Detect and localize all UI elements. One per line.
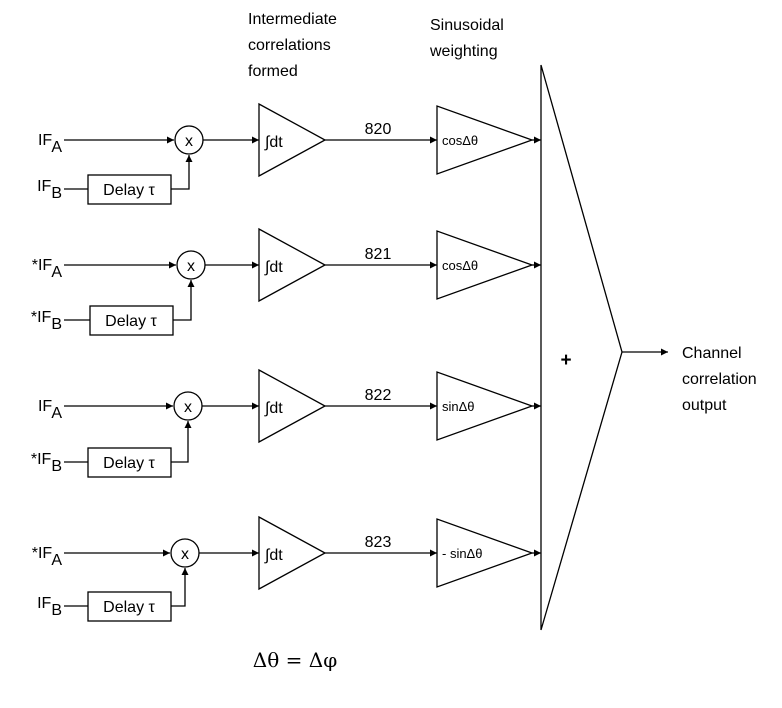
mixer-symbol: x (181, 546, 189, 563)
integrator-triangle (258, 515, 327, 591)
weighting-label: cosΔθ (442, 133, 478, 148)
summing-amplifier: + (540, 64, 623, 631)
delay-output-wire (171, 421, 192, 463)
intermediate-correlations-header: Intermediate correlations formed (248, 11, 337, 80)
weighting-label: sinΔθ (442, 399, 475, 414)
ref-number: 822 (365, 387, 392, 404)
integrator-triangle (258, 227, 327, 303)
channel-row: *IFA IFB Delay τ x ∫dt 823 - sinΔθ (32, 515, 541, 622)
delay-output-wire (171, 568, 189, 607)
integrator-label: ∫dt (264, 547, 283, 564)
weighting-triangle (436, 230, 534, 300)
delay-output-wire (171, 155, 193, 190)
integrator-label: ∫dt (264, 134, 283, 151)
input-a-label: IFA (38, 398, 62, 422)
ref-number: 820 (365, 121, 392, 138)
svg-text:Sinusoidal: Sinusoidal (430, 17, 504, 34)
svg-text:Intermediate: Intermediate (248, 11, 337, 28)
weighting-label: cosΔθ (442, 258, 478, 273)
input-b-label: IFB (37, 178, 62, 202)
svg-text:formed: formed (248, 63, 298, 80)
ref-number: 821 (365, 246, 392, 263)
channel-row: IFA *IFB Delay τ x ∫dt 822 sinΔθ (31, 368, 541, 478)
plus-symbol: + (560, 350, 571, 371)
mixer-symbol: x (187, 258, 195, 275)
weighting-triangle (436, 371, 534, 441)
svg-text:weighting: weighting (429, 43, 498, 60)
input-a-label: *IFA (32, 257, 63, 281)
svg-text:Channel: Channel (682, 345, 742, 362)
integrator-label: ∫dt (264, 259, 283, 276)
mixer-symbol: x (184, 399, 192, 416)
input-a-label: *IFA (32, 545, 63, 569)
equation: Δθ = Δφ (253, 648, 337, 672)
channel-correlation-output-label: Channel correlation output (682, 345, 757, 414)
delay-box (87, 447, 172, 478)
delay-label: Delay τ (105, 313, 157, 330)
mixer-symbol: x (185, 133, 193, 150)
ref-number: 823 (365, 534, 392, 551)
svg-text:correlation: correlation (682, 371, 757, 388)
svg-text:correlations: correlations (248, 37, 331, 54)
input-a-label: IFA (38, 132, 62, 156)
svg-text:output: output (682, 397, 727, 414)
input-b-label: *IFB (31, 309, 62, 333)
integrator-triangle (258, 368, 327, 444)
delay-label: Delay τ (103, 182, 155, 199)
weighting-triangle (436, 518, 534, 588)
delay-output-wire (173, 280, 195, 321)
delay-box (87, 591, 172, 622)
integrator-triangle (258, 102, 327, 178)
weighting-label: - sinΔθ (442, 546, 482, 561)
integrator-label: ∫dt (264, 400, 283, 417)
delay-label: Delay τ (103, 455, 155, 472)
input-b-label: *IFB (31, 451, 62, 475)
channel-row: *IFA *IFB Delay τ x ∫dt 821 cosΔθ (31, 227, 541, 336)
weighting-triangle (436, 105, 534, 175)
channel-row: IFA IFB Delay τ x ∫dt 820 cosΔθ (37, 102, 541, 205)
sinusoidal-weighting-header: Sinusoidal weighting (429, 17, 504, 60)
delay-label: Delay τ (103, 599, 155, 616)
input-b-label: IFB (37, 595, 62, 619)
